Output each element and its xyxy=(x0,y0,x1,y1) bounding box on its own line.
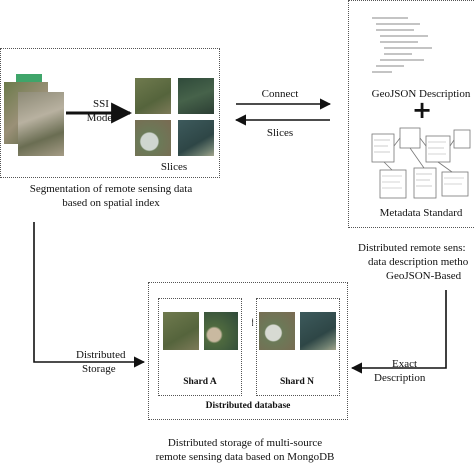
ssi-label-line2: Model xyxy=(86,112,116,124)
metadata-caption-line3: GeoJSON-Based xyxy=(386,270,462,282)
shard-n-tile-1 xyxy=(259,312,295,350)
segmentation-caption-line2: based on spatial index xyxy=(62,197,160,209)
storage-caption-line1: Distributed storage of multi-source xyxy=(167,437,323,449)
connect-label: Connect xyxy=(261,88,299,100)
shard-a-tile-1 xyxy=(163,312,199,350)
metadata-caption-line2: data description metho xyxy=(368,256,469,268)
storage-caption-line2: remote sensing data based on MongoDB xyxy=(155,451,335,463)
geojson-code-illustration xyxy=(372,17,432,73)
distributed-storage-label-line2: Storage xyxy=(82,363,116,375)
exact-description-arrow xyxy=(350,290,447,374)
slices-caption: Slices xyxy=(160,161,188,173)
shard-n-label: Shard N xyxy=(279,377,315,387)
shard-a-tile-2 xyxy=(204,312,238,350)
distributed-database-label: Distributed database xyxy=(205,401,291,411)
slice-tile-1 xyxy=(135,78,171,114)
database-panel xyxy=(148,282,348,420)
slice-tile-2 xyxy=(178,78,214,114)
exact-description-label-line2: Description xyxy=(374,372,426,384)
ssi-label-line1: SSI xyxy=(93,98,109,110)
plus-symbol: + xyxy=(411,96,433,124)
shard-n-tile-2 xyxy=(300,312,336,350)
shard-ellipsis: ...... xyxy=(250,318,260,326)
metadata-panel xyxy=(348,0,474,228)
distributed-storage-arrow xyxy=(33,222,146,368)
exact-description-label-line1: Exact xyxy=(392,358,418,370)
slice-tile-4 xyxy=(178,120,214,156)
segmentation-panel xyxy=(0,48,220,178)
distributed-storage-label-line1: Distributed xyxy=(76,349,126,361)
metadata-standard-label: Metadata Standard xyxy=(379,207,463,219)
source-image-front xyxy=(18,92,64,156)
metadata-caption-line1: Distributed remote sens: xyxy=(358,242,466,254)
slices-return-label: Slices xyxy=(266,127,294,139)
shard-a-box xyxy=(158,298,242,396)
segmentation-caption-line1: Segmentation of remote sensing data xyxy=(29,183,193,195)
slice-tile-3 xyxy=(135,120,171,156)
shard-a-label: Shard A xyxy=(183,377,217,387)
shard-n-box xyxy=(256,298,340,396)
metadata-schema-illustration xyxy=(371,127,471,199)
geojson-description-label: GeoJSON Description xyxy=(371,88,471,100)
